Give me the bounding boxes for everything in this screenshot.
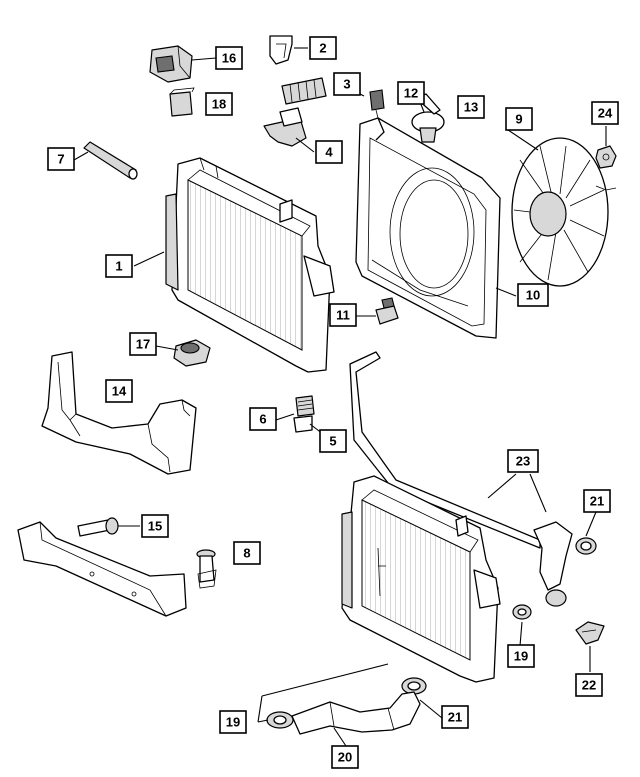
- lower-hose-part: [291, 691, 421, 735]
- upper-mount-bracket-part: [149, 45, 193, 83]
- push-pin-part: [196, 549, 217, 589]
- callout-18-label: 18: [212, 97, 226, 112]
- lower-support-bracket-part: [17, 521, 187, 617]
- air-deflector-part: [41, 351, 197, 475]
- callout-1-label: 1: [115, 259, 122, 274]
- callout-6: 6: [249, 407, 277, 431]
- callout-15: 15: [141, 514, 169, 538]
- mount-pad-part: [169, 87, 195, 117]
- hose-clamp-upper-part: [575, 537, 597, 555]
- callout-1: 1: [105, 254, 133, 278]
- retainer-bracket-part: [263, 107, 307, 147]
- callout-8: 8: [233, 541, 261, 565]
- hose-clamp-right-part: [512, 604, 532, 620]
- callout-18: 18: [205, 92, 233, 116]
- drain-plug-part: [293, 395, 315, 433]
- callout-20-label: 20: [338, 750, 352, 765]
- hose-clip-part: [575, 621, 605, 645]
- clip-part: [269, 35, 293, 65]
- callout-2-label: 2: [319, 41, 326, 56]
- callout-9: 9: [505, 107, 533, 131]
- callout-11-label: 11: [336, 308, 350, 323]
- insulator-strip-part: [281, 77, 327, 105]
- callout-14: 14: [105, 379, 133, 403]
- callout-19-right: 19: [507, 644, 535, 668]
- electric-fan-part: [511, 137, 617, 287]
- callout-13: 13: [457, 95, 485, 119]
- callout-16-label: 16: [222, 51, 236, 66]
- callout-24-label: 24: [598, 106, 613, 121]
- callout-21-lower: 21: [441, 705, 469, 729]
- radiator-bushing-part: [173, 339, 211, 367]
- callout-17: 17: [129, 332, 157, 356]
- callout-15-label: 15: [148, 519, 162, 534]
- callout-5: 5: [319, 429, 347, 453]
- callout-3: 3: [333, 72, 361, 96]
- callout-21-upper: 21: [583, 489, 611, 513]
- hose-clamp-lower-left-part: [266, 711, 294, 729]
- callout-12-label: 12: [404, 86, 418, 101]
- callout-22: 22: [575, 673, 603, 697]
- radiator-upper-part: [165, 157, 335, 373]
- fan-shroud-part: [355, 117, 501, 339]
- callout-4: 4: [315, 140, 343, 164]
- callout-13-label: 13: [464, 100, 478, 115]
- callout-6-label: 6: [259, 412, 266, 427]
- seal-strip-part: [83, 141, 138, 180]
- fan-nut-part: [595, 145, 617, 169]
- callout-21-upper-label: 21: [590, 494, 604, 509]
- radiator-lower-part: [341, 475, 501, 683]
- shroud-clip-part: [375, 297, 399, 325]
- upper-hose-part: [533, 521, 573, 607]
- callout-10: 10: [517, 283, 549, 307]
- callout-5-label: 5: [329, 434, 336, 449]
- callout-12: 12: [397, 81, 425, 105]
- callout-11: 11: [329, 303, 357, 327]
- callout-21-lower-label: 21: [448, 710, 462, 725]
- callout-22-label: 22: [582, 678, 596, 693]
- mount-bolt-part: [77, 517, 119, 537]
- callout-23: 23: [507, 449, 539, 473]
- callout-19-lower-left: 19: [219, 710, 247, 734]
- callout-14-label: 14: [112, 384, 127, 399]
- callout-2: 2: [309, 36, 337, 60]
- callout-7-label: 7: [57, 152, 64, 167]
- callout-7: 7: [47, 147, 75, 171]
- callout-24: 24: [591, 101, 619, 125]
- callout-16: 16: [215, 46, 243, 70]
- callout-23-label: 23: [516, 454, 530, 469]
- overflow-line-part: [349, 351, 541, 549]
- callout-10-label: 10: [526, 288, 540, 303]
- callout-19-lower-left-label: 19: [226, 715, 240, 730]
- callout-17-label: 17: [136, 337, 150, 352]
- callout-19-right-label: 19: [514, 649, 528, 664]
- callout-20: 20: [331, 745, 359, 769]
- callout-8-label: 8: [243, 546, 250, 561]
- callout-3-label: 3: [343, 77, 350, 92]
- callout-4-label: 4: [325, 145, 333, 160]
- pin-clip-part: [369, 89, 385, 119]
- callout-9-label: 9: [515, 112, 522, 127]
